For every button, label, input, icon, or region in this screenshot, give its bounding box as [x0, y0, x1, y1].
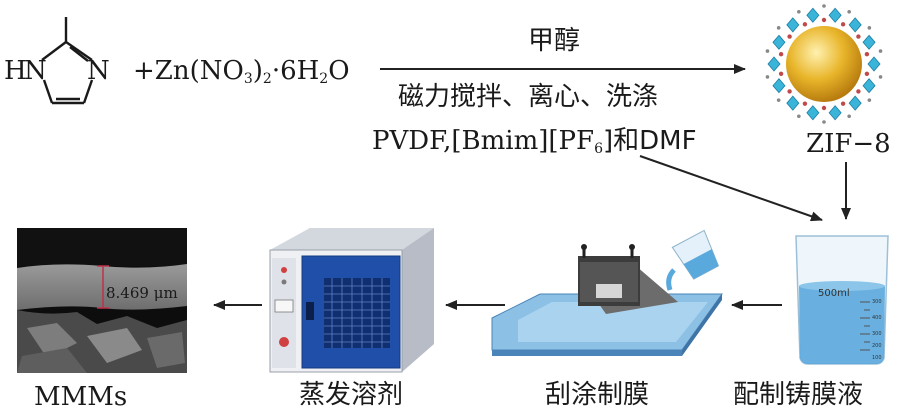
zif8-octahedron — [828, 7, 842, 23]
doctor-blade-coater — [488, 222, 748, 367]
zif8-octahedron — [772, 34, 786, 50]
zif8-linker-dot — [864, 71, 870, 76]
label-mmms: MMMs — [34, 382, 128, 412]
zif8-linker-dot — [776, 26, 781, 30]
zif8-octahedron — [772, 78, 786, 94]
zif8-linker-dot — [797, 9, 801, 14]
zif8-linker-dot — [847, 9, 851, 14]
zif8-linker-dot — [797, 114, 801, 119]
zif8-particle — [758, 0, 898, 125]
zif8-linker-dot — [778, 71, 784, 76]
zif8-linker-dot — [765, 75, 770, 79]
zif8-octahedron — [767, 56, 781, 72]
arrow-label-methanol: 甲醇 — [528, 26, 581, 56]
drying-oven — [262, 222, 442, 377]
zif8-linker-dot — [765, 49, 770, 53]
imidazole-n2: N — [87, 56, 110, 86]
zif8-linker-dot — [778, 52, 784, 57]
beaker-tick-4: 200 — [872, 343, 882, 349]
imidazole-n1: N — [24, 56, 47, 86]
label-scraping: 刮涂制膜 — [545, 380, 650, 410]
zif8-octahedron — [806, 7, 820, 23]
zif8-linker-dot — [787, 34, 792, 39]
zif8-octahedron — [828, 105, 842, 121]
zif8-linker-dot — [822, 120, 826, 124]
zif8-linker-dot — [821, 105, 827, 111]
beaker-volume-label: 500ml — [818, 288, 850, 299]
zif8-linker-dot — [822, 4, 826, 8]
zif8-linker-dot — [856, 89, 861, 94]
zif8-linker-dot — [840, 22, 846, 27]
label-casting-solution: 配制铸膜液 — [733, 380, 864, 410]
zif8-label: ZIF−8 — [806, 129, 891, 159]
arrow-label-conditions: 磁力搅拌、离心、洗涤 — [398, 82, 659, 112]
arrow-additives-to-beaker — [639, 155, 823, 222]
zif8-crystal-illustration — [765, 4, 883, 124]
zif8-linker-dot — [878, 75, 883, 79]
zif8-octahedron — [786, 17, 800, 33]
sem-thickness-label: 8.469 μm — [106, 284, 178, 302]
zif8-linker-dot — [821, 17, 827, 23]
zif8-octahedron — [786, 95, 800, 111]
zif8-linker-dot — [847, 114, 851, 119]
zif8-linker-dot — [840, 101, 846, 106]
zif8-linker-dot — [776, 98, 781, 102]
zif8-linker-dot — [856, 34, 861, 39]
additives-label: PVDF,[Bmim][PF6]和DMF — [372, 126, 697, 157]
zif8-octahedron — [848, 95, 862, 111]
zif8-octahedron — [867, 56, 881, 72]
beaker-tick-5: 100 — [872, 355, 882, 361]
sem-cross-section-image — [17, 228, 187, 373]
pouring-cup — [660, 226, 740, 296]
zif8-octahedron — [862, 78, 876, 94]
zif8-linker-dot — [787, 89, 792, 94]
zif8-linker-dot — [878, 49, 883, 53]
methylimidazole: H N N — [0, 0, 130, 120]
beaker-tick-2: 400 — [872, 315, 882, 321]
zinc-nitrate-formula: +Zn(NO3)2·6H2O — [133, 56, 350, 87]
zif8-linker-dot — [867, 26, 872, 30]
zif8-octahedron — [862, 34, 876, 50]
zif8-linker-dot — [867, 98, 872, 102]
zif8-linker-dot — [864, 52, 870, 57]
zif8-octahedron — [806, 105, 820, 121]
zif8-octahedron — [848, 17, 862, 33]
zif8-linker-dot — [802, 101, 808, 106]
zif8-linker-dot — [802, 22, 808, 27]
beaker-tick-3: 300 — [872, 331, 882, 337]
beaker — [790, 226, 898, 366]
beaker-tick-1: 300 — [872, 299, 882, 305]
imidazole-h: H — [4, 56, 27, 86]
label-evaporation: 蒸发溶剂 — [299, 380, 404, 410]
imidazole-structure — [41, 17, 94, 105]
